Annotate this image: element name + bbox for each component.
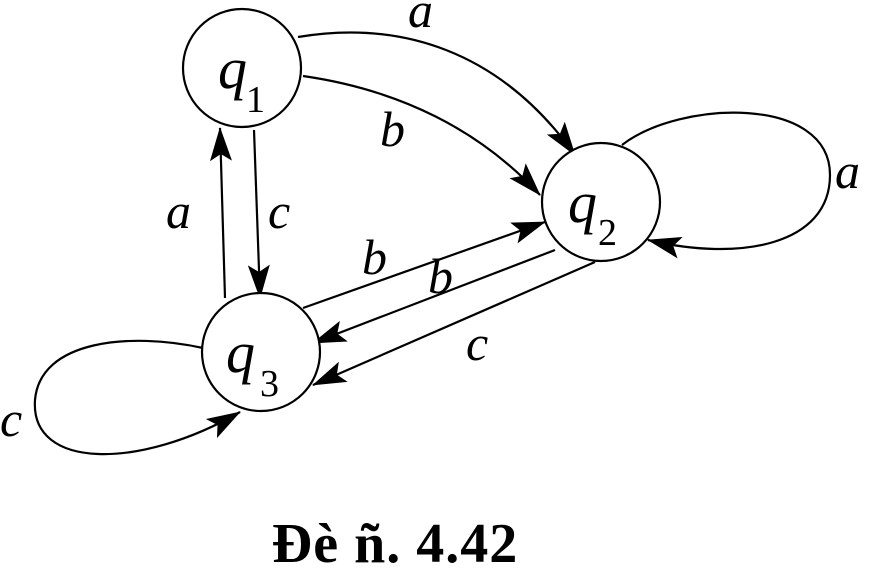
state-q3: q 3 xyxy=(200,291,322,413)
label-q1-q3-c: c xyxy=(268,183,290,239)
label-q2-q3-c: c xyxy=(466,315,488,371)
label-q2-loop-a: a xyxy=(835,143,860,199)
edge-q2-q3-b xyxy=(312,248,556,345)
edge-q1-q2-a xyxy=(297,31,576,156)
edge-q1-q2-b xyxy=(302,74,541,196)
state-q2-letter: q xyxy=(568,170,597,235)
state-q2-index: 2 xyxy=(598,212,617,254)
state-q1-letter: q xyxy=(218,36,247,101)
label-q2-q3-b: b xyxy=(428,248,453,304)
edge-q3-q2-b xyxy=(302,220,546,310)
state-q1: q 1 xyxy=(181,7,303,129)
figure-caption: Đè ñ. 4.42 xyxy=(271,513,519,575)
edge-q1-q3-c xyxy=(247,129,270,299)
edge-q2-loop-a xyxy=(621,111,832,259)
label-q1-q2-b: b xyxy=(380,101,405,157)
state-q1-index: 1 xyxy=(246,79,265,121)
label-q1-q2-a: a xyxy=(408,0,433,38)
state-q2: q 2 xyxy=(540,141,662,263)
state-q3-letter: q xyxy=(226,320,255,385)
label-q3-q1-a: a xyxy=(166,183,191,239)
label-q3-loop-c: c xyxy=(0,391,22,447)
state-q3-index: 3 xyxy=(260,363,279,405)
edge-q2-q3-c xyxy=(312,260,596,387)
edge-q3-q1-a xyxy=(209,127,232,299)
label-q3-q2-b: b xyxy=(362,229,387,285)
edge-q3-loop-c xyxy=(33,339,241,456)
